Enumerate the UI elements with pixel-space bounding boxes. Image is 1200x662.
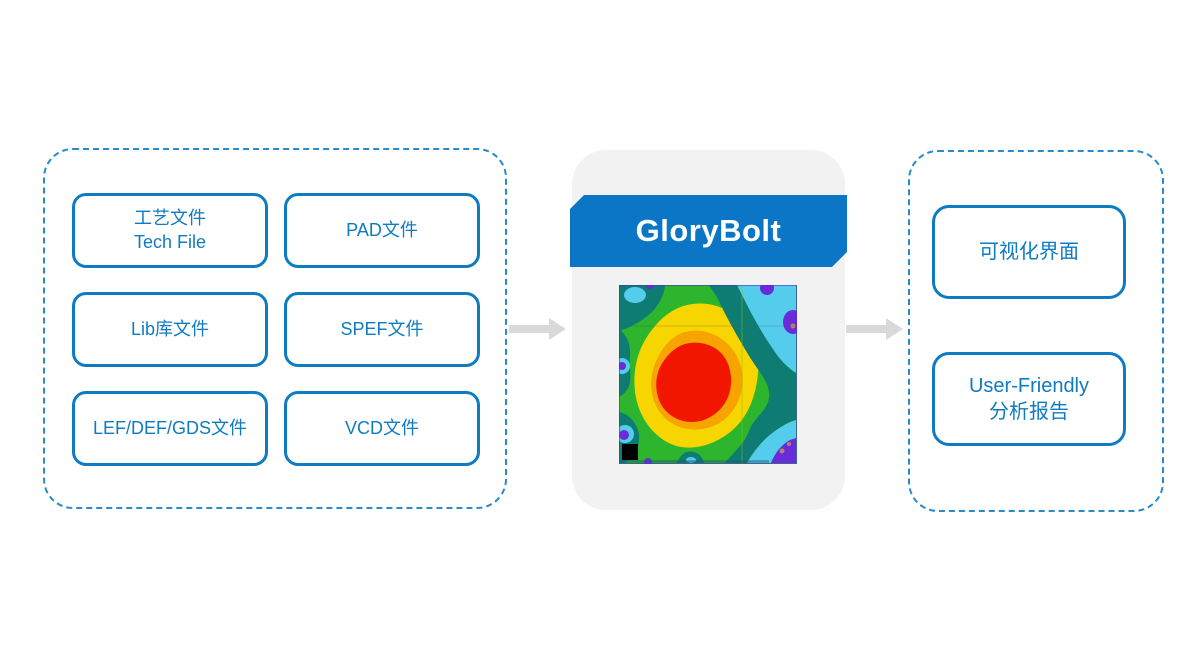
node-lef-def-gds-file: LEF/DEF/GDS文件 (72, 391, 268, 466)
arrow-head (886, 318, 903, 340)
node-label: PAD文件 (346, 219, 418, 240)
node-label: Lib库文件 (130, 318, 210, 339)
node-spef-file: SPEF文件 (284, 292, 480, 367)
thermal-heatmap-image (619, 285, 797, 464)
node-user-friendly-report: User-Friendly 分析报告 (932, 352, 1126, 446)
node-label: 工艺文件 Tech File (133, 207, 207, 252)
heat-black-marker (622, 444, 638, 460)
heat-core-blobs (634, 303, 759, 448)
node-label: LEF/DEF/GDS文件 (92, 417, 248, 438)
node-label: User-Friendly 分析报告 (968, 374, 1090, 423)
heat-grid-lines (619, 285, 796, 464)
node-visual-interface: 可视化界面 (932, 205, 1126, 299)
node-pad-file: PAD文件 (284, 193, 480, 268)
input-files-panel: 工艺文件 Tech File PAD文件 Lib库文件 SPEF文件 LEF/D… (43, 148, 507, 509)
glorybolt-banner: GloryBolt (570, 195, 847, 267)
arrow-shaft (846, 325, 886, 333)
arrow-head (549, 318, 566, 340)
node-lib-file: Lib库文件 (72, 292, 268, 367)
node-tech-file: 工艺文件 Tech File (72, 193, 268, 268)
node-label: 可视化界面 (979, 240, 1079, 263)
flow-arrow-icon (509, 318, 566, 340)
node-vcd-file: VCD文件 (284, 391, 480, 466)
heat-tan-specks (779, 323, 796, 454)
heatmap-frame (619, 285, 797, 464)
banner-title: GloryBolt (635, 213, 782, 248)
node-label: SPEF文件 (340, 318, 424, 339)
node-label: VCD文件 (344, 417, 419, 438)
output-panel: 可视化界面 User-Friendly 分析报告 (908, 150, 1164, 512)
flow-arrow-icon (846, 318, 903, 340)
arrow-shaft (509, 325, 549, 333)
